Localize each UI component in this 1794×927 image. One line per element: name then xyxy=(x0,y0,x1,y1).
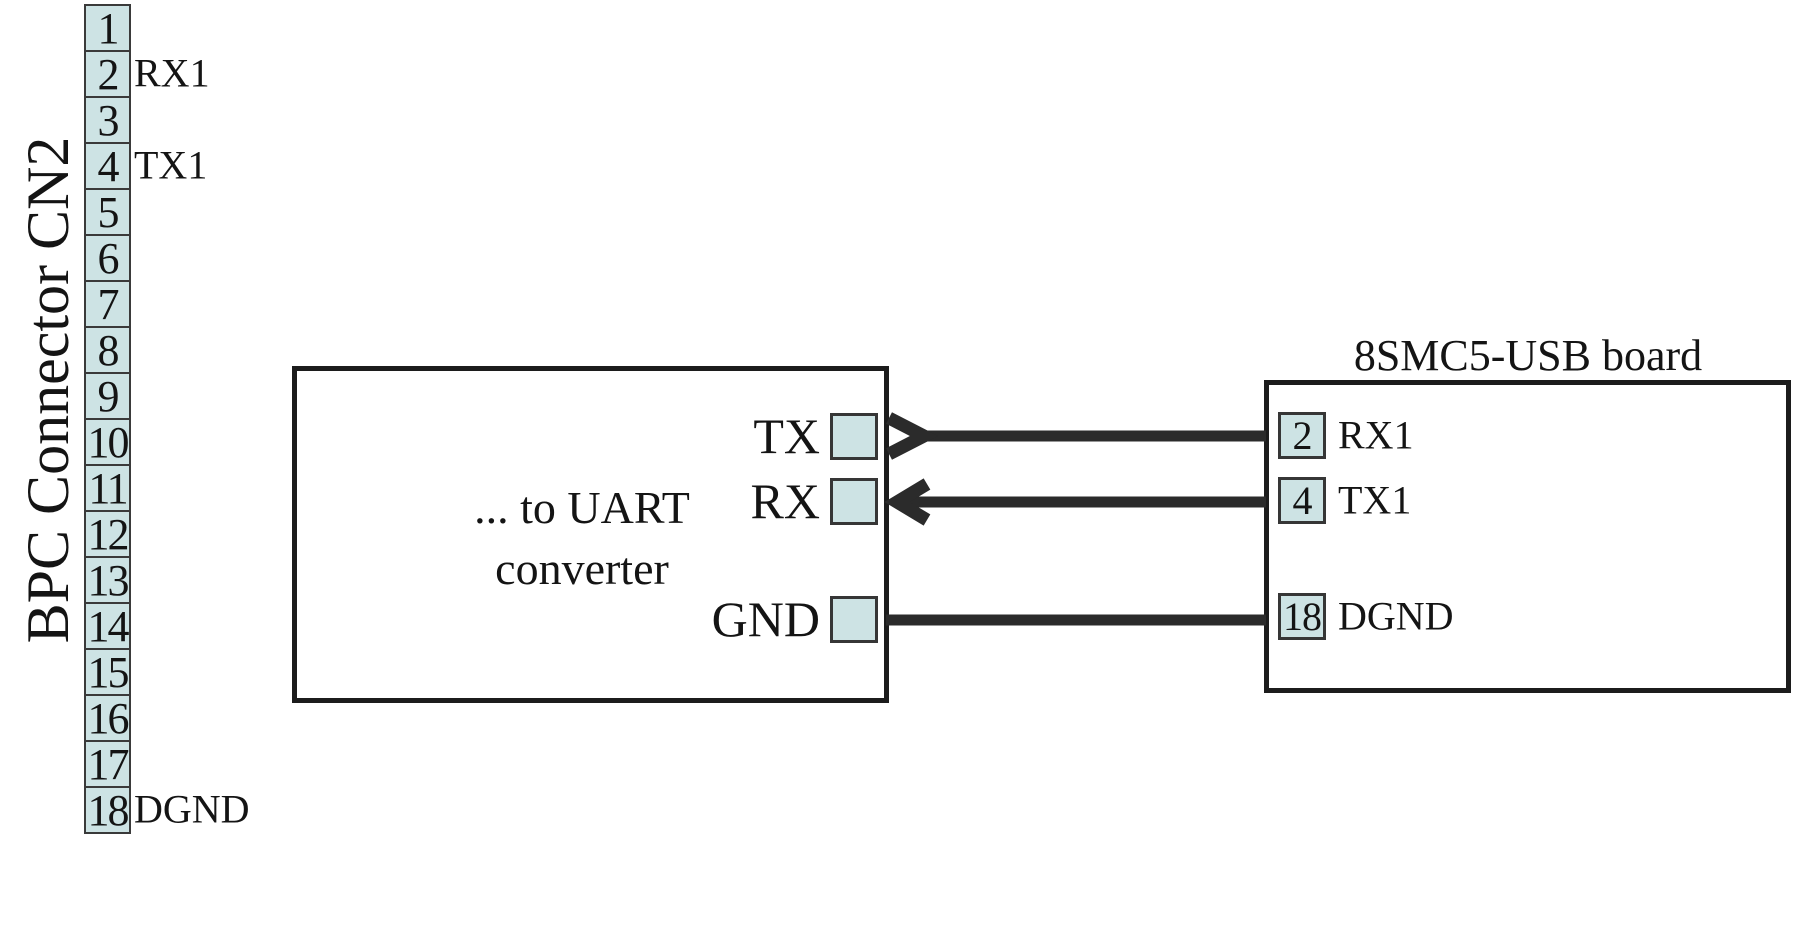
board-pin-label-dgnd: DGND xyxy=(1338,593,1454,639)
converter-pin-pad-gnd xyxy=(830,596,878,643)
board-pin-label-rx1: RX1 xyxy=(1338,412,1414,458)
board-pin-pad-2: 2 xyxy=(1278,412,1326,459)
left-pin-cell-16: 16 xyxy=(84,694,131,743)
converter-pin-label-rx: RX xyxy=(750,473,820,529)
left-pin-cell-1: 1 xyxy=(84,4,131,53)
converter-pin-pad-rx xyxy=(830,478,878,525)
left-pin-cell-4: 4 xyxy=(84,142,131,191)
board-pin-pad-4: 4 xyxy=(1278,477,1326,524)
left-pin-cell-9: 9 xyxy=(84,372,131,421)
left-pin-label-rx1: RX1 xyxy=(134,50,210,96)
right-arrowhead-icon xyxy=(886,412,939,460)
converter-pin-label-tx: TX xyxy=(753,408,820,464)
converter-pin-label-gnd: GND xyxy=(711,591,820,647)
left-pin-cell-3: 3 xyxy=(84,96,131,145)
left-pin-label-tx1: TX1 xyxy=(134,142,208,188)
left-pin-cell-8: 8 xyxy=(84,326,131,375)
left-pin-cell-12: 12 xyxy=(84,510,131,559)
uart-converter-title-line2: converter xyxy=(495,543,669,594)
left-pin-cell-17: 17 xyxy=(84,740,131,789)
board-pin-label-tx1: TX1 xyxy=(1338,477,1412,523)
left-pin-cell-6: 6 xyxy=(84,234,131,283)
left-pin-cell-10: 10 xyxy=(84,418,131,467)
usb-board-title: 8SMC5-USB board xyxy=(1353,331,1703,380)
left-pin-label-dgnd: DGND xyxy=(134,786,250,832)
usb-board-box xyxy=(1264,380,1791,693)
uart-converter-box xyxy=(292,366,889,703)
board-pin-pad-18: 18 xyxy=(1278,593,1326,640)
left-pin-cell-14: 14 xyxy=(84,602,131,651)
uart-converter-title-line1: ... to UART xyxy=(474,482,690,533)
left-pin-cell-18: 18 xyxy=(84,786,131,835)
left-arrowhead-icon xyxy=(884,478,931,526)
uart-converter-title: ... to UART converter xyxy=(402,477,762,599)
left-pin-cell-5: 5 xyxy=(84,188,131,237)
converter-pin-pad-tx xyxy=(830,413,878,460)
left-pin-cell-13: 13 xyxy=(84,556,131,605)
